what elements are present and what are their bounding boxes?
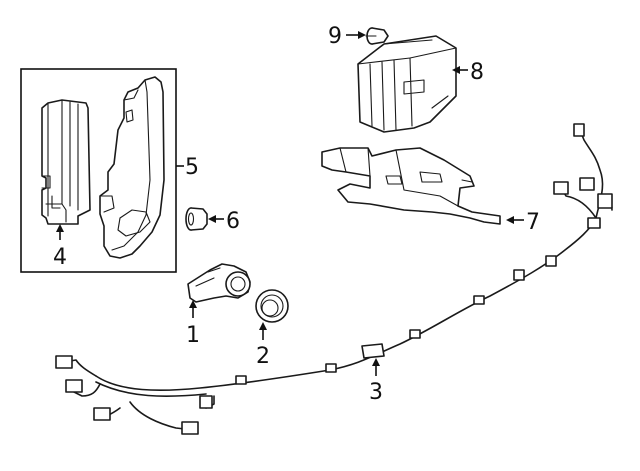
harness-connector: [235, 375, 247, 385]
callout-7: 7: [526, 210, 540, 235]
harness-end-connector: [65, 379, 83, 393]
callout-4: 4: [53, 245, 67, 270]
harness-end-connector: [597, 193, 613, 209]
callout-5: 5: [185, 155, 199, 180]
harness-end-connector: [573, 123, 585, 137]
part-9-clip: [365, 27, 389, 45]
callout-8: 8: [470, 60, 484, 85]
part-7-bracket: [321, 147, 501, 225]
part-6-grommet: [185, 207, 208, 231]
callout-2: 2: [256, 344, 270, 369]
callout-3: 3: [369, 380, 383, 405]
part-4-module: [41, 99, 91, 225]
inset-frame: [20, 68, 177, 273]
part-1-sensor: [187, 263, 251, 303]
harness-connector: [409, 329, 421, 339]
arrowhead-3: [372, 358, 380, 366]
harness-end-connector: [199, 395, 213, 409]
harness-connector: [587, 217, 601, 229]
harness-connector: [545, 255, 557, 267]
part-3-harness: [55, 123, 613, 435]
arrowhead-2: [259, 322, 267, 330]
harness-end-connector: [579, 177, 595, 191]
callout-6: 6: [226, 209, 240, 234]
harness-connector: [325, 363, 337, 373]
harness-connector: [473, 295, 485, 305]
arrowhead-6: [208, 215, 216, 223]
part-5-housing: [99, 76, 165, 259]
arrowhead-1: [189, 300, 197, 308]
arrowhead-9: [358, 31, 366, 39]
arrowhead-8: [452, 66, 460, 74]
part-2-bezel: [255, 289, 289, 323]
part-8-control-module: [357, 35, 457, 133]
harness-end-connector: [93, 407, 111, 421]
harness-clip: [361, 343, 385, 359]
arrowhead-4: [56, 224, 64, 232]
harness-end-connector: [553, 181, 569, 195]
harness-end-connector: [181, 421, 199, 435]
arrowhead-7: [506, 216, 514, 224]
harness-end-connector: [55, 355, 73, 369]
callout-1: 1: [186, 323, 200, 348]
callout-9: 9: [328, 24, 342, 49]
harness-connector: [513, 269, 525, 281]
